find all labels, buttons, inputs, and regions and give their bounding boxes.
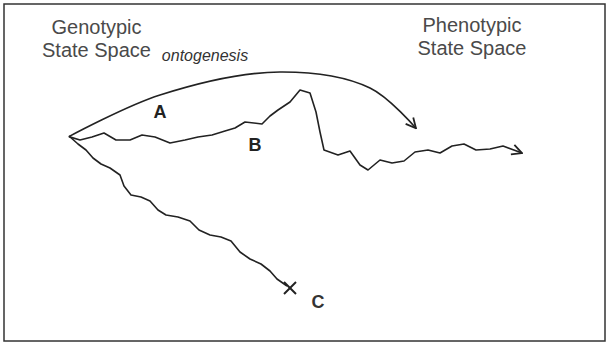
trajectory-letter: B [247, 135, 264, 155]
rugged-trajectory [69, 90, 522, 170]
cross-mark [284, 282, 296, 294]
trajectory-letter: A [152, 102, 169, 122]
state-space: Phenotypic State Space [345, 10, 603, 328]
frame [4, 4, 605, 341]
space-blob [47, 55, 237, 303]
space-heading: Phenotypic State Space [397, 14, 547, 60]
trajectory-letter: C [312, 292, 325, 313]
dead-end-path [69, 136, 287, 286]
process-label: ontogenesis [162, 47, 248, 65]
space-blob [350, 22, 597, 326]
space-heading: Genotypic State Space [34, 16, 159, 62]
smooth-trajectory [69, 72, 416, 137]
